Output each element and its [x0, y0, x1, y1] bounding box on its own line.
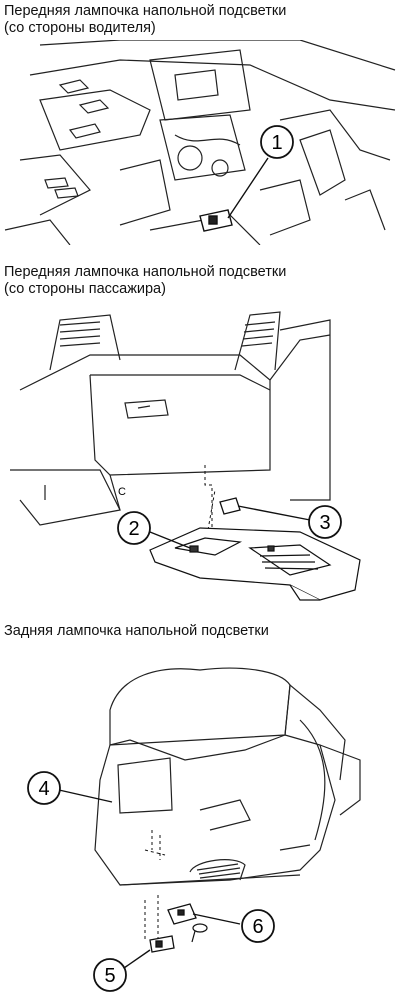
section-3-caption: Задняя лампочка напольной подсветки [4, 623, 269, 640]
leader-line-1 [227, 157, 269, 219]
callout-number-3: 3 [319, 512, 330, 534]
leader-line-6 [192, 913, 241, 925]
section-1-caption: Передняя лампочка напольной подсветки (с… [4, 3, 286, 37]
callout-number-2: 2 [128, 518, 139, 540]
section-3-title-line1: Задняя лампочка напольной подсветки [4, 623, 269, 639]
callout-number-4: 4 [38, 778, 49, 800]
section-1-title-line2: (со стороны водителя) [4, 20, 156, 36]
section-1-title-line1: Передняя лампочка напольной подсветки [4, 3, 287, 19]
leader-line-5 [123, 949, 151, 969]
leader-line-3 [237, 505, 311, 521]
rear-floor-lamp-diagram: 6 5 4 [27, 667, 361, 992]
callout-number-1: 1 [271, 132, 282, 154]
callout-circle-6 [241, 909, 275, 943]
callout-circle-4 [27, 771, 61, 805]
section-2-title-line1: Передняя лампочка напольной подсветки [4, 264, 287, 280]
callout-circle-2 [117, 511, 151, 545]
callout-circle-3 [308, 505, 342, 539]
callout-circle-5 [93, 958, 127, 992]
callout-number-5: 5 [104, 965, 115, 987]
passenger-side-floor-lamp-diagram: 3 2 C [10, 311, 361, 601]
callout-number-6: 6 [252, 916, 263, 938]
driver-side-floor-lamp-diagram: 1 [4, 40, 396, 245]
leader-line-4 [58, 789, 113, 803]
callout-circle-1 [260, 125, 294, 159]
section-2-title-line2: (со стороны пассажира) [4, 281, 166, 297]
glovebox-marker-label: C [118, 486, 126, 498]
section-2-caption: Передняя лампочка напольной подсветки (с… [4, 264, 286, 298]
leader-line-2 [149, 531, 191, 549]
